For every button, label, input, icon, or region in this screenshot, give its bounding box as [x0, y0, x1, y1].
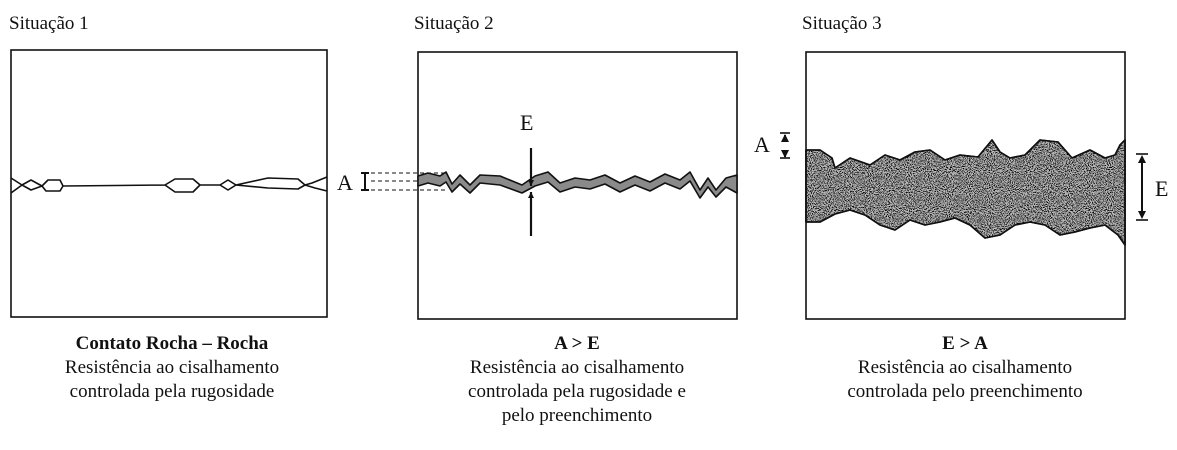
amplitude-label-1: A — [337, 170, 353, 195]
amplitude-indicator-1: A — [337, 170, 445, 195]
panel-3-infill-texture — [806, 140, 1125, 245]
panel-1-diagram — [10, 49, 328, 318]
panel-1-caption-title: Contato Rocha – Rocha — [75, 333, 269, 354]
panel-3-caption-title: E > A — [942, 333, 988, 354]
panel-2-caption: A > E Resistência ao cisalhamento contro… — [407, 332, 747, 428]
amplitude-indicator-3: A — [754, 132, 790, 159]
panel-3-title: Situação 3 — [802, 13, 882, 34]
panel-1-joint — [10, 176, 328, 194]
panel-1-caption-line: Resistência ao cisalhamento — [64, 357, 280, 378]
amplitude-label-3: A — [754, 132, 770, 157]
panel-3-caption-line: Resistência ao cisalhamento — [857, 357, 1073, 378]
panel-3-caption: E > A Resistência ao cisalhamento contro… — [795, 332, 1135, 404]
panel-1-frame — [10, 49, 328, 318]
panel-2-caption-title: A > E — [554, 333, 600, 354]
thickness-label-3: E — [1155, 176, 1168, 201]
panel-2-caption-line: pelo preenchimento — [501, 405, 653, 426]
panel-3-caption-line: controlada pelo preenchimento — [847, 381, 1083, 402]
panel-1-caption-line: controlada pela rugosidade — [69, 381, 275, 402]
panel-2-diagram: E — [417, 51, 738, 320]
panel-2-infill — [417, 171, 738, 199]
thickness-label-2: E — [520, 110, 533, 135]
panel-2-caption-line: controlada pela rugosidade e — [468, 381, 686, 402]
panel-2-title: Situação 2 — [414, 13, 494, 34]
panel-2-caption-line: Resistência ao cisalhamento — [469, 357, 685, 378]
panel-1-title: Situação 1 — [9, 13, 89, 34]
panel-3-diagram — [805, 51, 1126, 320]
thickness-indicator-3: E — [1136, 153, 1168, 221]
panel-1-caption: Contato Rocha – Rocha Resistência ao cis… — [2, 332, 342, 404]
